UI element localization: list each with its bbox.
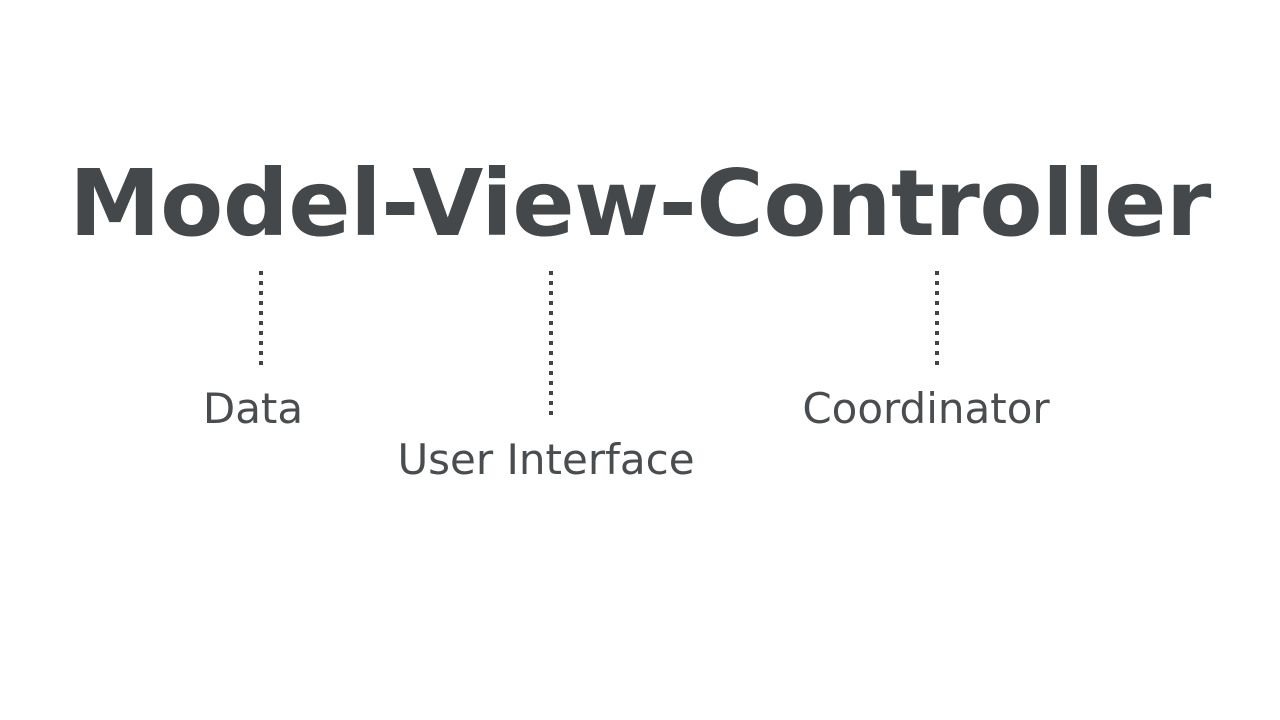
dotted-connector-model bbox=[259, 271, 263, 366]
page-title: Model-View-Controller bbox=[69, 150, 1211, 257]
label-controller-coordinator: Coordinator bbox=[802, 384, 1050, 433]
dotted-connector-view bbox=[549, 271, 553, 416]
label-view-user-interface: User Interface bbox=[397, 435, 695, 484]
dotted-connector-controller bbox=[935, 271, 939, 365]
label-model-data: Data bbox=[202, 384, 304, 433]
